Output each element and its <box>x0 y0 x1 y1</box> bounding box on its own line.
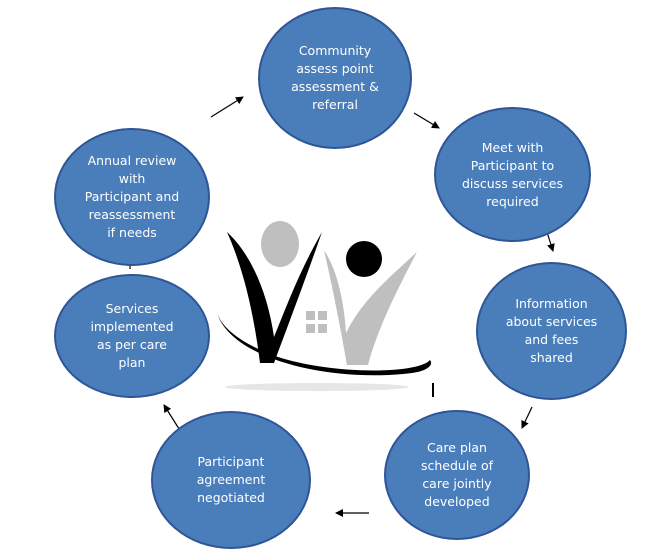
node-community-assessment: Community assess point assessment & refe… <box>258 7 412 149</box>
logo-swoosh <box>217 313 432 376</box>
node-label: Care plan schedule of care jointly devel… <box>420 440 494 509</box>
node-services-implemented: Services implemented as per care plan <box>54 274 210 398</box>
logo-gray-figure <box>324 250 417 365</box>
logo-mark <box>432 383 434 397</box>
node-meet-participant: Meet with Participant to discuss service… <box>434 107 591 242</box>
node-label: Services implemented as per care plan <box>90 301 174 370</box>
node-annual-review: Annual review with Participant and reass… <box>54 128 210 266</box>
arrow-information-to-careplan <box>521 406 533 429</box>
node-label: Community assess point assessment & refe… <box>291 43 379 112</box>
logo-house-window-icon <box>306 311 327 333</box>
node-label: Participant agreement negotiated <box>196 454 266 505</box>
logo-gray-head <box>261 221 299 267</box>
node-label: Annual review with Participant and reass… <box>84 153 180 240</box>
arrow-community-to-meet <box>413 112 440 129</box>
arrow-review-to-community <box>210 96 244 118</box>
node-participant-agreement: Participant agreement negotiated <box>151 411 311 549</box>
logo-black-figure <box>227 232 322 363</box>
care-organization-logo-icon <box>217 221 434 397</box>
node-label: Meet with Participant to discuss service… <box>461 139 563 209</box>
node-information-services: Information about services and fees shar… <box>476 262 627 400</box>
logo-black-head <box>346 241 382 277</box>
node-care-plan: Care plan schedule of care jointly devel… <box>384 410 530 540</box>
node-label: Information about services and fees shar… <box>505 296 598 365</box>
logo-shadow <box>225 383 409 391</box>
